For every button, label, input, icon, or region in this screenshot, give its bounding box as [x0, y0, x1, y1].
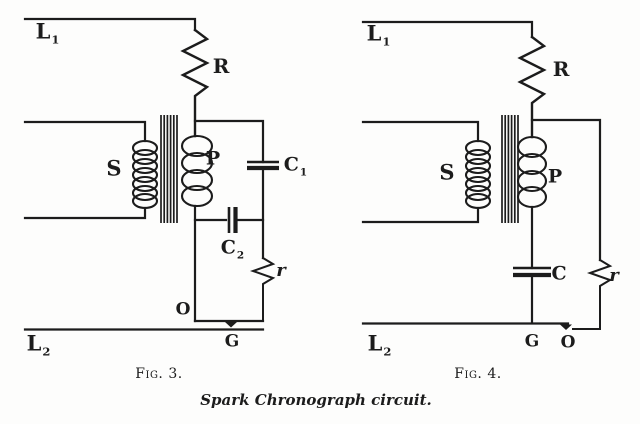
coil-S — [464, 139, 492, 210]
label-R: R — [552, 57, 570, 81]
label-P: P — [547, 165, 563, 188]
label-L1: L1 — [35, 18, 60, 47]
coil-loop — [180, 151, 214, 175]
wire-secondary-top — [361, 120, 480, 143]
coil-loop — [464, 139, 492, 157]
wire-c1-branch — [193, 119, 265, 164]
coil-P — [516, 135, 548, 209]
main-caption: Spark Chronograph circuit. — [200, 391, 432, 409]
label-C2: C2 — [220, 236, 245, 262]
figure-4-caption: Fig. 4. — [454, 366, 502, 382]
wire-line1 — [361, 20, 534, 39]
label-L2: L2 — [367, 330, 392, 359]
coil-loop — [464, 166, 492, 184]
coil-loop — [180, 168, 214, 192]
label-L2: L2 — [26, 330, 51, 359]
coil-loop — [131, 184, 159, 202]
coil-loop — [131, 175, 159, 193]
coil-loop — [464, 184, 492, 202]
coil-loop — [464, 148, 492, 166]
coil-loop — [180, 184, 214, 208]
coil-loop — [180, 134, 214, 158]
label-S: S — [106, 155, 122, 181]
wire-r-branch — [530, 118, 602, 262]
coil-loop — [464, 157, 492, 175]
label-G: G — [224, 331, 240, 352]
resistor-R — [180, 28, 210, 138]
label-O: O — [560, 332, 576, 353]
coil-P — [180, 134, 214, 208]
coil-S — [131, 139, 159, 210]
coil-loop — [516, 135, 548, 159]
wire-secondary-bottom — [361, 206, 480, 224]
figure-3-circuit — [23, 17, 279, 331]
transformer-core — [160, 115, 178, 223]
figure-3-caption: Fig. 3. — [135, 366, 183, 382]
label-O: O — [175, 299, 191, 320]
label-r: r — [609, 265, 619, 286]
coil-loop — [516, 152, 548, 176]
label-r: r — [276, 260, 286, 281]
transformer-core — [501, 115, 519, 223]
spark-gap-arrow — [560, 324, 572, 330]
resistor-R — [517, 35, 547, 139]
label-R: R — [212, 54, 230, 78]
label-C1: C1 — [283, 153, 308, 179]
coil-loop — [516, 169, 548, 193]
coil-loop — [131, 157, 159, 175]
label-C: C — [551, 262, 567, 285]
coil-loop — [131, 139, 159, 157]
wire-secondary-bottom — [23, 206, 147, 220]
wire-secondary-top — [23, 120, 147, 143]
label-G: G — [524, 331, 540, 352]
coil-loop — [464, 175, 492, 193]
label-L1: L1 — [366, 20, 391, 49]
label-S: S — [439, 159, 455, 185]
coil-loop — [131, 166, 159, 184]
label-P: P — [205, 147, 221, 170]
resistor-r — [249, 256, 276, 322]
wire-line1 — [23, 17, 197, 32]
spark-gap-arrow — [225, 322, 237, 328]
figure-4-circuit — [361, 20, 613, 330]
resistor-r — [572, 258, 613, 330]
coil-loop — [131, 148, 159, 166]
